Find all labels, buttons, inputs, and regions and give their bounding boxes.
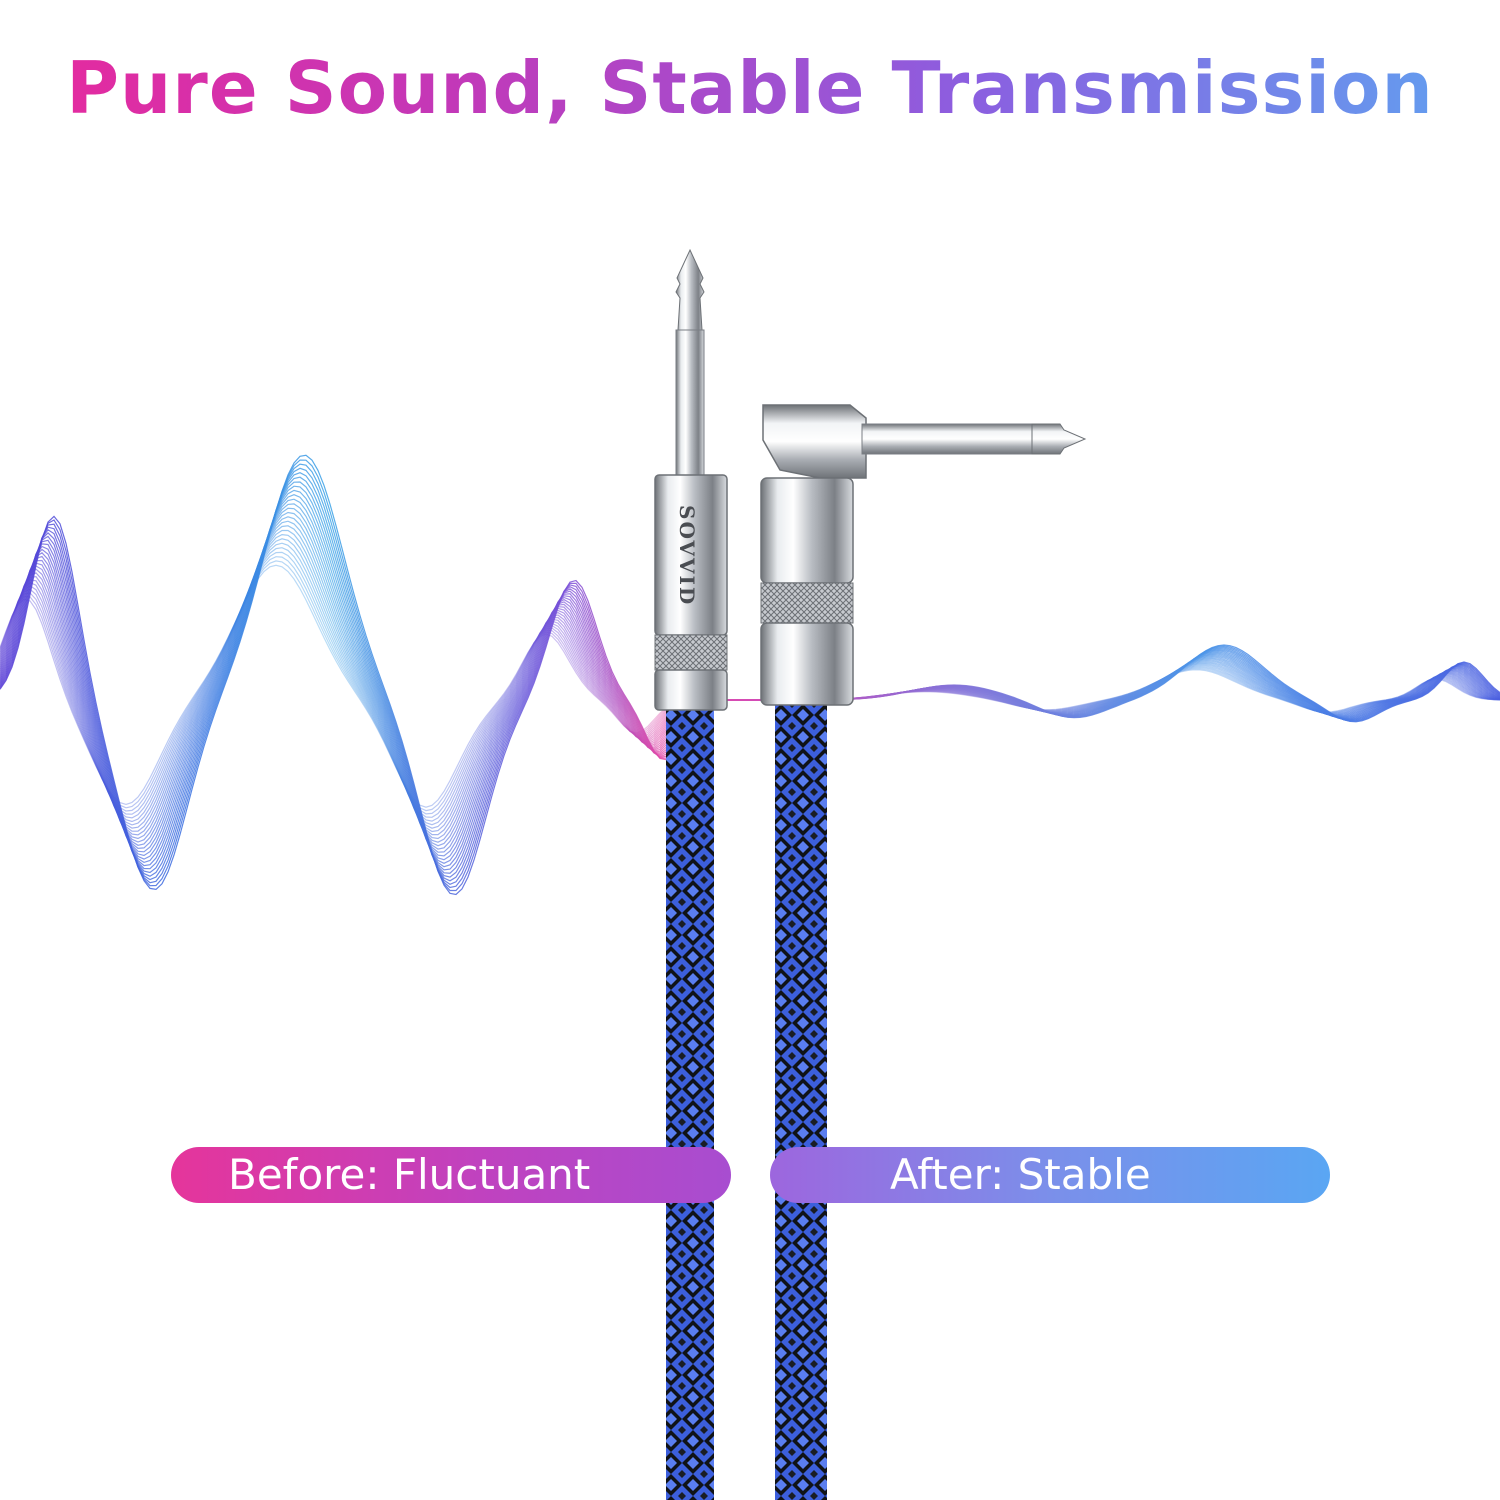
sound-wave-graphic xyxy=(0,454,1500,896)
headline: Pure Sound, Stable Transmission xyxy=(0,40,1500,136)
before-label-text: Before: Fluctuant xyxy=(228,1150,591,1199)
wave-line xyxy=(0,454,1500,896)
brand-mark: SOVVID xyxy=(675,505,699,606)
after-label: After: Stable xyxy=(770,1147,1330,1203)
before-label: Before: Fluctuant xyxy=(171,1147,731,1203)
straight-plug: SOVVID xyxy=(654,248,728,711)
right-angle-plug xyxy=(760,404,1087,706)
after-label-text: After: Stable xyxy=(890,1150,1151,1199)
left-cable xyxy=(666,710,714,1500)
right-cable xyxy=(775,700,827,1500)
